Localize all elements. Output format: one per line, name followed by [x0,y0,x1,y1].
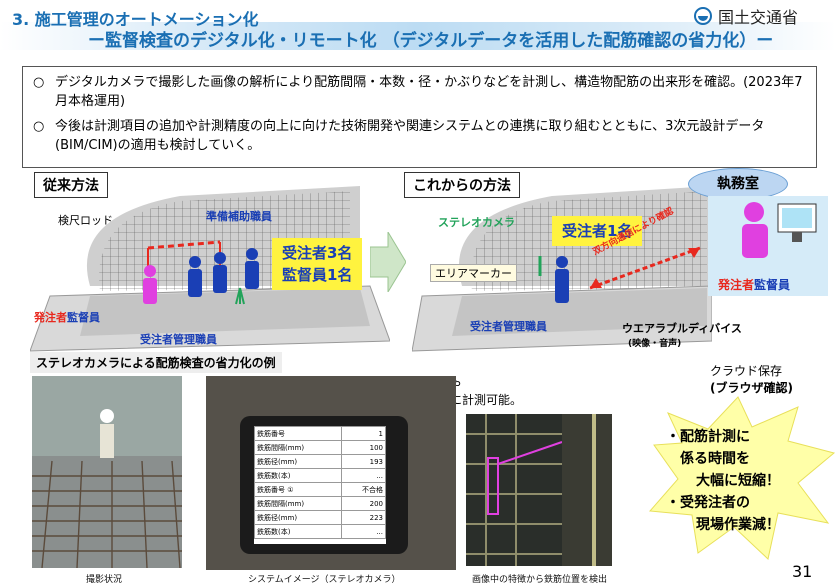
transition-arrow-icon [370,232,406,292]
page-number: 31 [792,562,813,581]
highlight-burst [648,396,836,560]
photo-site [32,376,182,568]
tablet-row: 鉄筋径(mm)193 [253,454,386,469]
tablet-row: 鉄筋間隔(mm)200 [253,496,386,511]
photo-detect [466,414,612,566]
label-rod: 検尺ロッド [58,214,113,227]
label-owner-supervisor: 発注者監督員 [34,309,100,325]
tablet-row: 鉄筋数(本)... [253,468,386,483]
tab-conventional: 従来方法 [34,172,108,198]
slide-title: 3. 施工管理のオートメーション化 [12,10,259,29]
intro-bullet: ○ デジタルカメラで撮影した画像の解析により配筋間隔・本数・径・かぶりなどを計測… [33,73,806,111]
label-owner: 発注者 [34,311,67,324]
worker-figure [555,256,569,303]
owner-figure [143,265,157,304]
mlit-logo: 国土交通省 [694,4,798,28]
tablet-cell: 223 [341,510,386,525]
tablet-cell: 不合格 [341,482,386,497]
tablet-cell: 鉄筋径(mm) [253,510,343,525]
tablet-cell: 鉄筋数(本) [253,524,343,539]
tablet-cell: 鉄筋間隔(mm) [253,440,343,455]
burst-text: ・配筋計測に 係る時間を 大幅に短縮！ ・受発注者の 現場作業減！ [666,429,780,533]
intro-box: ○ デジタルカメラで撮影した画像の解析により配筋間隔・本数・径・かぶりなどを計測… [22,66,817,168]
badge-line2: 監督員1名 [282,266,353,284]
label-office-people: 発注者監督員 [718,278,791,292]
worker-figures [188,248,259,297]
mlit-logo-icon [694,7,712,25]
tab-future: これからの方法 [404,172,520,198]
intro-bullet: ○ 今後は計測項目の追加や計測精度の向上に向けた技術開発や関連システムとの連携に… [33,117,806,155]
bullet-mark: ○ [33,75,45,90]
tablet-cell: 鉄筋番号 [253,426,343,441]
label-wearable-sub: (映像・音声) [628,339,682,349]
cloud-note: クラウド保存 (ブラウザ確認) [710,364,793,395]
conventional-badge: 受注者3名 監督員1名 [272,238,363,290]
tablet-cell: 鉄筋数(本) [253,468,343,483]
tablet-cell: 200 [341,496,386,511]
label-assist: 準備補助職員 [206,210,272,223]
future-badge: 受注者1名 [552,216,643,246]
tablet-cell: 鉄筋径(mm) [253,454,343,469]
example-heading: ステレオカメラによる配筋検査の省力化の例 [30,352,282,373]
tablet-cell: 100 [341,440,386,455]
label-wearable: ウエアラブルディバイス [622,322,742,335]
tablet-row: 鉄筋径(mm)223 [253,510,386,525]
title-banner [0,22,836,50]
bullet-mark: ○ [33,119,45,134]
tablet-cell: 1 [341,426,386,441]
tablet-cell: ... [341,524,386,539]
badge-line1: 受注者3名 [282,244,353,262]
caption-detect: 画像中の特徴から鉄筋位置を検出 [472,575,608,585]
comm-arrow-icon [589,246,701,290]
tablet-cell: 鉄筋間隔(mm) [253,496,343,511]
tablet-row: 鉄筋間隔(mm)100 [253,440,386,455]
bullet-text: 今後は計測項目の追加や計測精度の向上に向けた技術開発や関連システムとの連携に取り… [55,119,765,153]
label-future-mgr: 受注者管理職員 [470,320,547,333]
tablet-row: 鉄筋数(本)... [253,524,386,539]
logo-text: 国土交通省 [718,8,799,27]
tablet-cell: 193 [341,454,386,469]
caption-site: 撮影状況 [86,575,123,585]
office-badge: 執務室 [688,168,788,200]
label-mgr: 受注者管理職員 [140,333,217,346]
caption-system: システムイメージ（ステレオカメラ） [248,575,401,585]
label-marker: エリアマーカー [430,264,517,282]
slide-subtitle: ー監督検査のデジタル化・リモート化 （デジタルデータを活用した配筋確認の省力化）… [88,31,774,51]
office-worker-icon [742,202,817,258]
tablet-cell: 鉄筋番号 ① [253,482,343,497]
label-supervisor: 監督員 [67,311,100,324]
tablet-cell: ... [341,468,386,483]
label-stereo: ステレオカメラ [438,216,515,229]
bullet-text: デジタルカメラで撮影した画像の解析により配筋間隔・本数・径・かぶりなどを計測し、… [55,75,803,109]
